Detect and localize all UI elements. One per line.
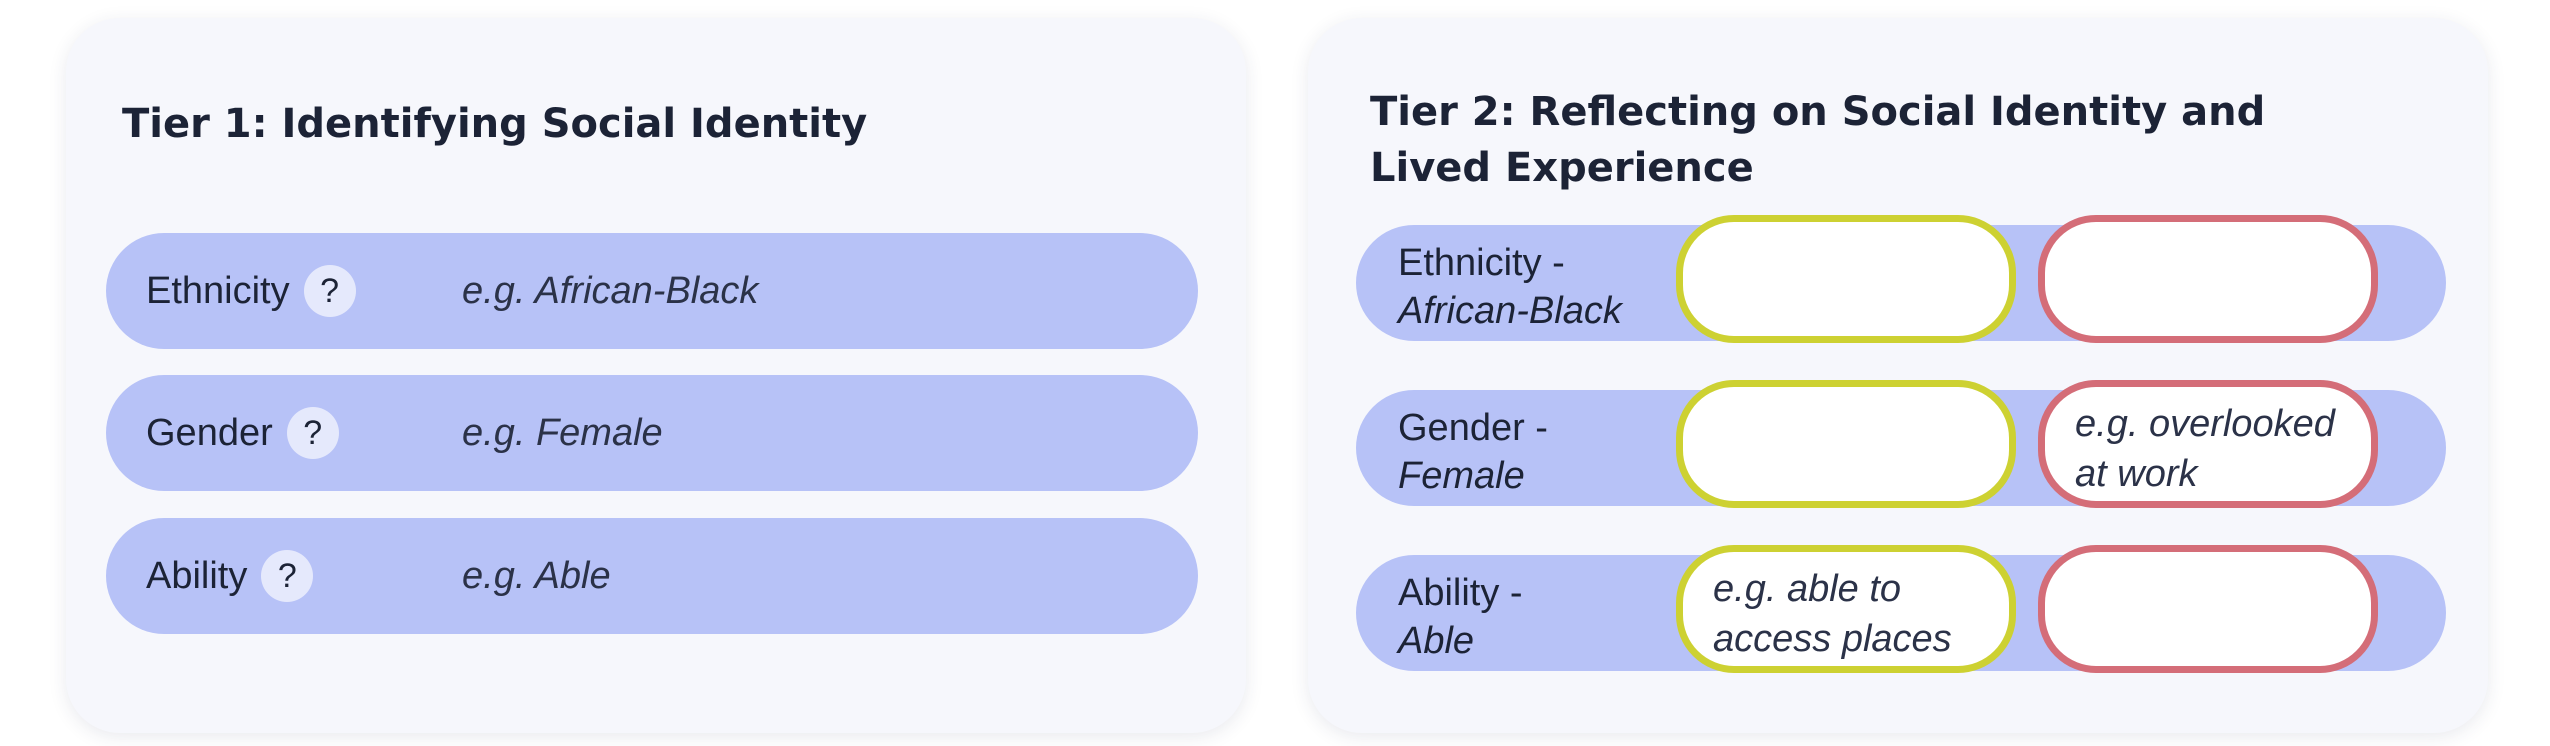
row-label: Ethnicity - African-Black: [1398, 239, 1622, 335]
tier2-row-ability: Ability - Able e.g. able to access place…: [1356, 545, 2446, 673]
tier2-row-ethnicity: Ethnicity - African-Black: [1356, 215, 2446, 343]
row-label: Ability: [146, 554, 248, 597]
example-text[interactable]: e.g. Female: [462, 411, 663, 454]
help-icon[interactable]: ?: [286, 407, 339, 459]
row-label: Gender - Female: [1398, 404, 1548, 500]
tier1-row-gender: Gender ? e.g. Female: [106, 375, 1198, 491]
tier1-row-ethnicity: Ethnicity ? e.g. African-Black: [106, 233, 1198, 349]
tier1-title: Tier 1: Identifying Social Identity: [122, 101, 868, 147]
help-icon[interactable]: ?: [303, 265, 356, 317]
tier1-row-ability: Ability ? e.g. Able: [106, 518, 1198, 634]
positive-experience-input[interactable]: [1676, 215, 2016, 343]
row-label-value: Female: [1398, 455, 1525, 497]
negative-experience-input[interactable]: [2038, 215, 2378, 343]
tier2-title: Tier 2: Reflecting on Social Identity an…: [1370, 89, 2266, 191]
row-label: Ability - Able: [1398, 569, 1523, 665]
positive-experience-input[interactable]: [1676, 380, 2016, 508]
tier2-row-gender: Gender - Female e.g. overlooked at work: [1356, 380, 2446, 508]
tier1-card: Tier 1: Identifying Social Identity Ethn…: [66, 18, 1246, 733]
tier2-card: Tier 2: Reflecting on Social Identity an…: [1308, 18, 2488, 733]
positive-experience-input[interactable]: e.g. able to access places: [1676, 545, 2016, 673]
help-icon[interactable]: ?: [261, 550, 314, 602]
row-label: Gender: [146, 411, 273, 454]
row-label-name: Ability -: [1398, 572, 1523, 614]
row-label: Ethnicity: [146, 269, 290, 312]
row-label-value: Able: [1398, 620, 1475, 662]
example-text[interactable]: e.g. African-Black: [462, 269, 759, 312]
row-label-name: Ethnicity -: [1398, 242, 1565, 284]
negative-experience-input[interactable]: [2038, 545, 2378, 673]
row-label-value: African-Black: [1398, 290, 1622, 332]
example-text[interactable]: e.g. Able: [462, 554, 611, 597]
negative-experience-input[interactable]: e.g. overlooked at work: [2038, 380, 2378, 508]
row-label-name: Gender -: [1398, 407, 1548, 449]
